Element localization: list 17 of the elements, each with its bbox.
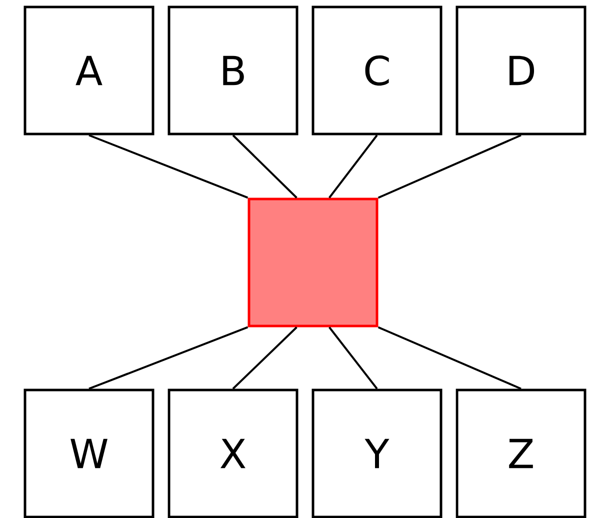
connector-line <box>88 134 248 199</box>
connector-line <box>232 326 298 390</box>
letter-box: A <box>24 6 154 136</box>
connector-line <box>232 134 298 198</box>
letter-box: Y <box>312 388 442 518</box>
letter-box: X <box>168 388 298 518</box>
connector-line <box>328 134 378 198</box>
letter-box: D <box>456 6 586 136</box>
letter-box: C <box>312 6 442 136</box>
connector-line <box>328 326 378 390</box>
connector-line <box>378 134 522 199</box>
letter-box: Z <box>456 388 586 518</box>
connector-line <box>378 326 522 390</box>
letter-box: B <box>168 6 298 136</box>
connector-line <box>88 326 248 390</box>
hub-square <box>248 198 378 328</box>
letter-box: W <box>24 388 154 518</box>
